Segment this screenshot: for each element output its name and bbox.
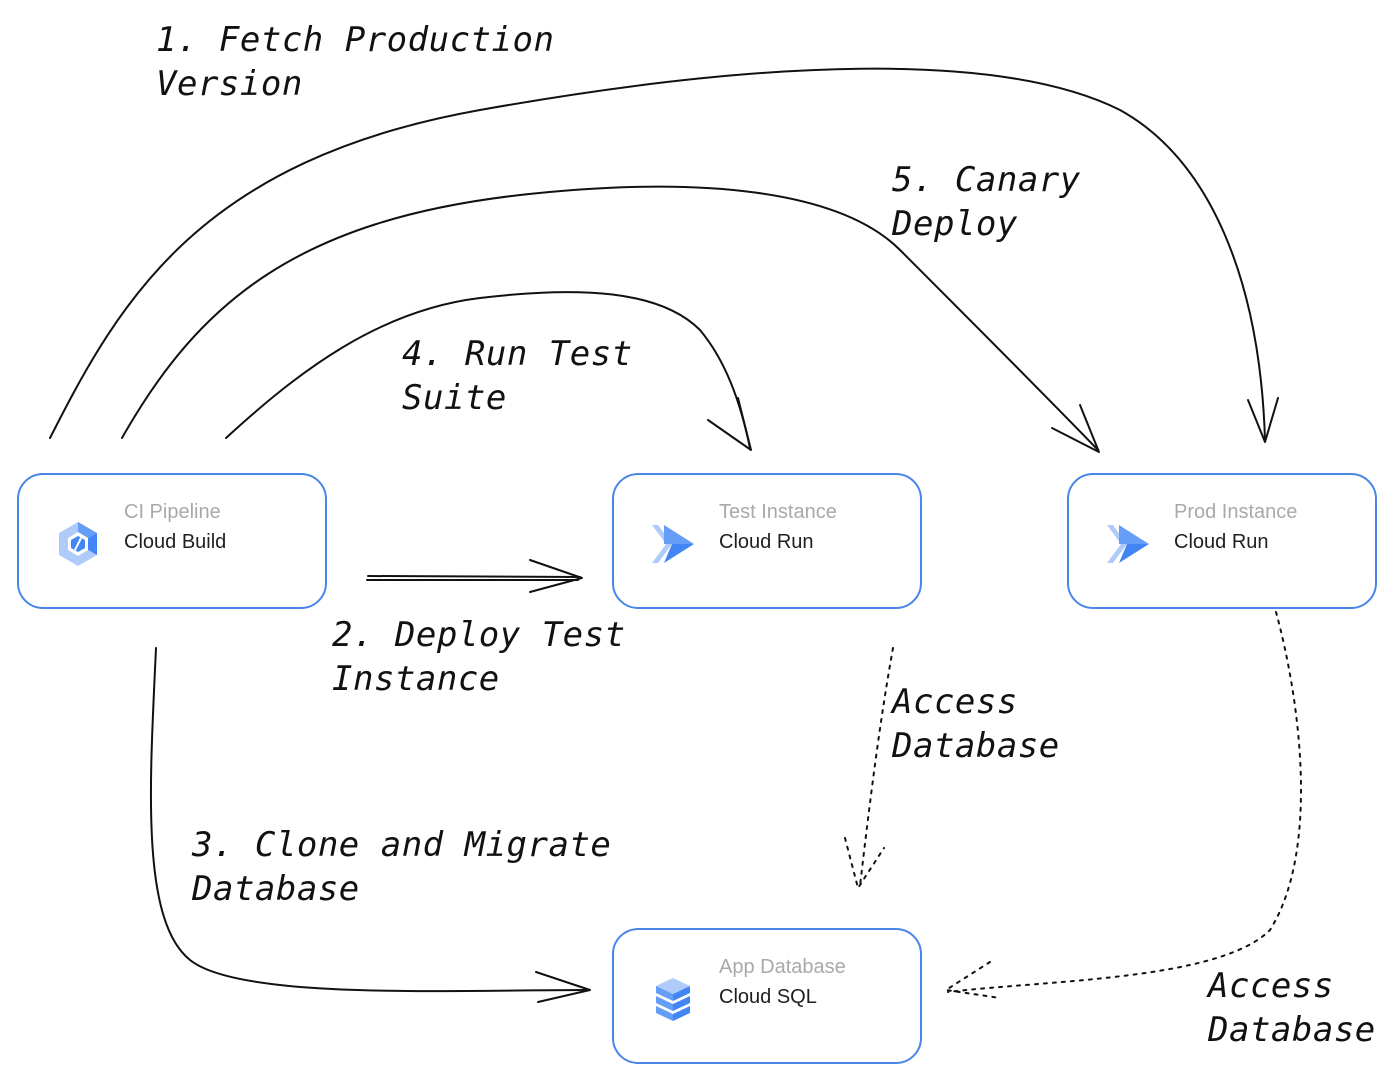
ci-pipeline-node[interactable]: CI Pipeline Cloud Build: [17, 473, 327, 609]
edge-fetch-production: [49, 67, 1279, 443]
edge-label-canary-deploy: 5. Canary Deploy: [892, 158, 1081, 246]
edge-clone-migrate: [149, 647, 591, 1003]
node-kind-label: App Database: [719, 956, 846, 978]
edge-label-line: Database: [192, 869, 360, 909]
edge-deploy-test: [366, 559, 583, 593]
cloud-run-icon: [652, 525, 694, 563]
test-instance-node[interactable]: Test Instance Cloud Run: [612, 473, 922, 609]
edge-label-line: Suite: [402, 378, 507, 418]
edge-test-access-db: [844, 647, 894, 891]
edge-label-line: 1. Fetch Production: [156, 20, 555, 60]
prod-instance-node[interactable]: Prod Instance Cloud Run: [1067, 473, 1377, 609]
edge-label-line: Deploy: [892, 204, 1018, 244]
edge-run-tests: [225, 291, 752, 451]
cloud-build-icon: [59, 522, 97, 566]
edge-label-line: 5. Canary: [892, 160, 1081, 200]
edge-label-line: Instance: [332, 659, 500, 699]
edge-label-deploy-test: 2. Deploy Test Instance: [332, 613, 626, 701]
node-service-label: Cloud Run: [1174, 531, 1269, 553]
edge-label-line: 3. Clone and Migrate: [192, 825, 612, 865]
cloud-run-icon: [1107, 525, 1149, 563]
node-service-label: Cloud SQL: [719, 986, 817, 1008]
app-database-node[interactable]: App Database Cloud SQL: [612, 928, 922, 1064]
node-kind-label: CI Pipeline: [124, 501, 221, 523]
node-kind-label: Test Instance: [719, 501, 837, 523]
edge-label-fetch-production: 1. Fetch Production Version: [156, 18, 554, 106]
node-service-label: Cloud Build: [124, 531, 227, 553]
edge-label-line: Database: [1208, 1010, 1376, 1050]
edge-prod-access-db: [943, 611, 1302, 999]
edge-label-line: 2. Deploy Test: [332, 615, 626, 655]
edge-label-line: Database: [892, 726, 1060, 766]
edge-label-line: Access: [892, 682, 1018, 722]
edge-label-line: Access: [1208, 966, 1334, 1006]
node-service-label: Cloud Run: [719, 531, 814, 553]
edge-label-prod-access-db: Access Database: [1208, 964, 1376, 1052]
edge-label-line: 4. Run Test: [402, 334, 633, 374]
edge-label-run-tests: 4. Run Test Suite: [402, 332, 633, 420]
edge-canary-deploy: [121, 185, 1100, 453]
cloud-sql-icon: [656, 978, 690, 1021]
node-kind-label: Prod Instance: [1174, 501, 1298, 523]
edge-label-line: Version: [156, 64, 303, 104]
edge-label-test-access-db: Access Database: [892, 680, 1060, 768]
edge-label-clone-migrate: 3. Clone and Migrate Database: [192, 823, 611, 911]
